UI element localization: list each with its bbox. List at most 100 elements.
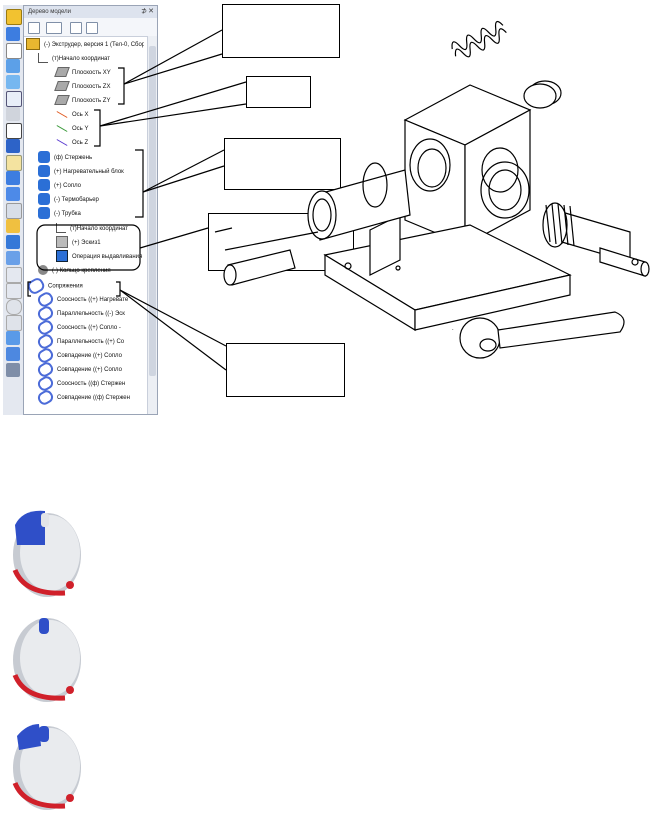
tree-item[interactable]: (-) Трубка [38, 207, 81, 221]
tree-item[interactable]: Параллельность ((-) Эск [35, 304, 125, 323]
pattern-icon[interactable] [6, 91, 22, 107]
camera-icon[interactable] [6, 203, 22, 219]
tree-item-label: Совпадение ((+) Сопло [57, 367, 122, 374]
tree-item[interactable]: Ось X [56, 108, 88, 122]
tree-item[interactable]: (ф) Стержень [38, 151, 92, 165]
tree-item-label: (+) Сопло [54, 183, 81, 189]
part-icon [38, 179, 50, 192]
mouse-left-click-icon [12, 510, 81, 597]
origin-icon [38, 53, 48, 64]
copy-icon[interactable] [6, 267, 22, 283]
panel-title-bar: Дерево модели ⊅ ✕ [24, 6, 157, 18]
heater-block-part [323, 84, 572, 332]
tree-filter-button[interactable] [70, 22, 82, 34]
tree-item-label: Плоскость XY [72, 70, 111, 76]
pin-icon[interactable]: ⊅ [141, 8, 147, 15]
tree-item-label: Совпадение ((ф) Стержен [57, 395, 130, 402]
tree-settings-button[interactable] [86, 22, 98, 34]
tree-item[interactable]: Соосность ((+) Сопло - [35, 318, 121, 337]
library-icon[interactable] [6, 331, 20, 345]
small-rod-part [223, 249, 296, 286]
section-icon[interactable] [6, 251, 20, 265]
tree-item[interactable]: (т)Начало координат [38, 52, 110, 66]
filter-icon[interactable] [6, 139, 20, 153]
tree-item-label: Параллельность ((+) Со [57, 339, 125, 346]
tree-item-label: Плоскость ZY [72, 98, 111, 104]
cube-icon[interactable] [6, 235, 20, 249]
tree-item[interactable]: Ось Y [56, 122, 88, 136]
tree-structure-button[interactable] [28, 22, 40, 34]
tree-view-button[interactable] [46, 22, 62, 34]
tree-item-label: (ф) Стержень [54, 155, 93, 161]
tree-item-label: Совпадение ((+) Сопло [57, 353, 122, 360]
close-icon[interactable]: ✕ [148, 8, 154, 15]
tree-item[interactable]: Совпадение ((ф) Стержен [35, 388, 130, 407]
mouse-scroll-icon [12, 618, 81, 702]
view-icon[interactable] [6, 171, 20, 185]
tree-item-label: Параллельность ((-) Эск [57, 311, 125, 318]
ring-cap-part [523, 80, 562, 109]
question-icon[interactable] [6, 43, 22, 59]
tree-item[interactable]: Сопряжения [25, 275, 83, 297]
measure-icon[interactable] [6, 187, 20, 201]
handle-part [459, 311, 625, 359]
table-icon[interactable] [6, 347, 20, 361]
tree-root-item[interactable]: (-) Экструдер, версия 1 (Тел-0, Сбор [26, 38, 144, 52]
scrollbar-thumb[interactable] [149, 46, 156, 376]
tree-item[interactable]: Плоскость ZX [54, 80, 111, 94]
tree-item-label: Соосность ((ф) Стержен [57, 381, 126, 388]
tree-item[interactable]: Совпадение ((+) Сопло [35, 360, 122, 379]
clone-icon[interactable] [6, 283, 22, 299]
callout-box-1 [222, 4, 340, 58]
tree-item-label: Ось Z [72, 140, 89, 146]
tree-item[interactable]: Плоскость XY [54, 66, 111, 80]
part-icon [38, 151, 50, 164]
tree-item[interactable]: (+) Нагревательный блок [38, 165, 124, 179]
panel-title: Дерево модели [28, 9, 72, 15]
vertical-scrollbar[interactable] [147, 36, 157, 414]
tree-item[interactable]: (+) Сопло [38, 179, 81, 193]
select-icon[interactable] [6, 9, 22, 25]
left-vertical-toolbar [3, 5, 24, 415]
callout-box-2 [246, 76, 311, 108]
tree-item[interactable]: Параллельность ((+) Со [35, 332, 125, 351]
list-icon[interactable] [6, 155, 22, 171]
render-icon[interactable] [6, 219, 20, 233]
tree-root-label: (-) Экструдер, версия 1 (Тел-0, Сбор [44, 42, 144, 48]
assembly-icon [26, 38, 40, 51]
gear-shaft-part [542, 202, 650, 277]
move-icon[interactable] [6, 75, 20, 89]
search-icon[interactable] [6, 299, 22, 315]
tree-item-label: Плоскость ZX [72, 84, 111, 90]
spec-icon[interactable] [6, 363, 20, 377]
tree-item[interactable]: Ось Z [56, 136, 88, 150]
part-icon [38, 165, 50, 178]
panel-toolbar [24, 18, 157, 37]
rotate-icon[interactable] [6, 59, 20, 73]
tree-item-label: (-) Кольцо крепления [52, 268, 111, 274]
zoom-icon[interactable] [6, 315, 22, 331]
tree-item-label: Соосность ((+) Сопло - [57, 325, 121, 332]
nozzle-part [307, 162, 411, 241]
tree-item[interactable]: Соосность ((+) Нагревате [35, 290, 128, 309]
fillet-icon[interactable] [6, 107, 20, 121]
tree-item[interactable]: Плоскость ZY [54, 94, 111, 108]
tree-item-label: Сопряжения [48, 283, 83, 290]
tree-item-label: (-) Термобарьер [54, 197, 99, 203]
tree-item[interactable]: Соосность ((ф) Стержен [35, 374, 126, 393]
mouse-scroll-drag-icon [12, 724, 81, 810]
tree-item-label: Ось Y [72, 126, 89, 132]
part-icon [38, 207, 50, 220]
assembly-icon[interactable] [6, 27, 20, 41]
dot-mark: . [452, 326, 454, 332]
callout-box-5 [226, 343, 345, 397]
part-icon [38, 193, 50, 206]
tree-item[interactable]: (-) Термобарьер [38, 193, 99, 207]
tree-item[interactable]: Совпадение ((+) Сопло [35, 346, 122, 365]
angle-icon[interactable] [6, 123, 22, 139]
tree-item-label: (+) Нагревательный блок [54, 169, 124, 175]
callout-box-3 [224, 138, 341, 190]
pipe-part [214, 227, 319, 251]
tree-item-label: Ось X [72, 112, 89, 118]
